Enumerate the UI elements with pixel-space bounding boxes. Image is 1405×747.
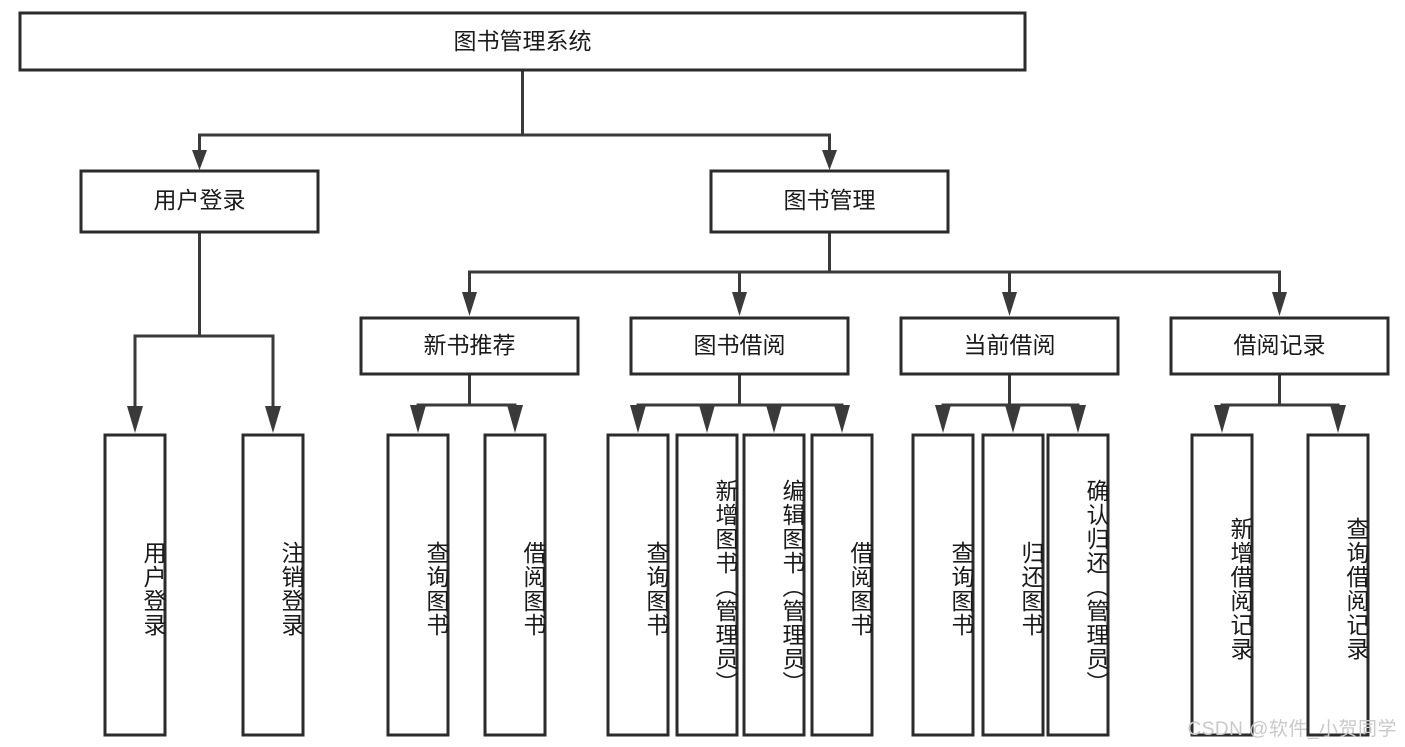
connector-group-new-book-recommend [410,372,523,433]
node-leaf-confirm-return-box[interactable] [1046,433,1110,737]
node-leaf-logout-login-box[interactable] [241,433,305,737]
arrow-head-leaf-query-book-a [410,405,426,433]
arrow-head-leaf-logout-login [265,406,281,433]
node-leaf-query-book-c-box[interactable] [911,433,975,737]
node-borrow-record-box[interactable] [1169,316,1390,376]
node-leaf-borrow-book-b-box[interactable] [810,433,874,737]
node-leaf-borrow-book-a-box[interactable] [483,433,547,737]
node-leaf-add-record-box[interactable] [1190,433,1254,737]
node-new-book-recommend-label: 新书推荐 [424,332,516,358]
arrow-head-leaf-edit-book [766,405,782,433]
arrow-head-leaf-add-book [699,405,715,433]
node-leaf-edit-book-box[interactable] [742,433,806,737]
node-leaf-add-book-box[interactable] [675,433,739,737]
node-new-book-recommend-box[interactable] [359,316,580,376]
node-leaf-query-book-a-box[interactable] [386,433,450,737]
arrow-head-current-borrow [1002,292,1017,316]
arrow-head-leaf-borrow-book-b [834,405,850,433]
arrow-head-leaf-add-record [1214,405,1230,433]
arrow-head-leaf-return-book [1005,405,1021,433]
node-leaf-user-login-box[interactable] [103,433,167,737]
node-book-management-box[interactable] [709,169,950,234]
node-book-management[interactable]: 图书管理 [709,169,950,234]
node-book-borrow-label: 图书借阅 [694,332,786,358]
connector-group-borrow-record [1214,372,1346,433]
node-leaf-query-book-b-box[interactable] [606,433,670,737]
node-book-borrow-box[interactable] [629,316,850,376]
connector-group-user-login [127,230,281,433]
node-current-borrow[interactable]: 当前借阅 [899,316,1120,376]
node-book-management-label: 图书管理 [784,187,876,213]
node-current-borrow-label: 当前借阅 [964,332,1056,358]
arrow-head-borrow-record [1272,292,1287,316]
node-book-borrow[interactable]: 图书借阅 [629,316,850,376]
arrow-head-leaf-query-record [1330,405,1346,433]
node-root[interactable]: 图书管理系统 [18,11,1027,72]
arrow-head-leaf-borrow-book-a [507,405,523,433]
csdn-watermark: CSDN @软件_小贺同学 [1187,719,1397,740]
arrow-head-leaf-query-book-c [935,405,951,433]
connector-group-book-management [462,230,1287,316]
node-borrow-record-label: 借阅记录 [1234,332,1326,358]
arrow-head-new-book-recommend [462,292,477,316]
node-leaf-query-record-box[interactable] [1306,433,1370,737]
connector-group-book-borrow [630,372,850,433]
node-user-login-label: 用户登录 [154,187,246,213]
connector-group-root [192,68,837,170]
node-root-label: 图书管理系统 [454,28,592,54]
node-leaf-return-book-box[interactable] [981,433,1045,737]
node-user-login[interactable]: 用户登录 [79,169,320,234]
node-new-book-recommend[interactable]: 新书推荐 [359,316,580,376]
arrow-head-book-borrow [732,292,747,316]
node-root-box[interactable] [18,11,1027,72]
arrow-head-user-login [192,150,207,170]
arrow-head-leaf-confirm-return [1070,405,1086,433]
node-borrow-record[interactable]: 借阅记录 [1169,316,1390,376]
node-user-login-box[interactable] [79,169,320,234]
node-current-borrow-box[interactable] [899,316,1120,376]
arrow-head-leaf-query-book-b [630,405,646,433]
connector-group-current-borrow [935,372,1086,433]
arrow-head-book-management [822,150,837,170]
arrow-head-leaf-user-login [127,406,143,433]
